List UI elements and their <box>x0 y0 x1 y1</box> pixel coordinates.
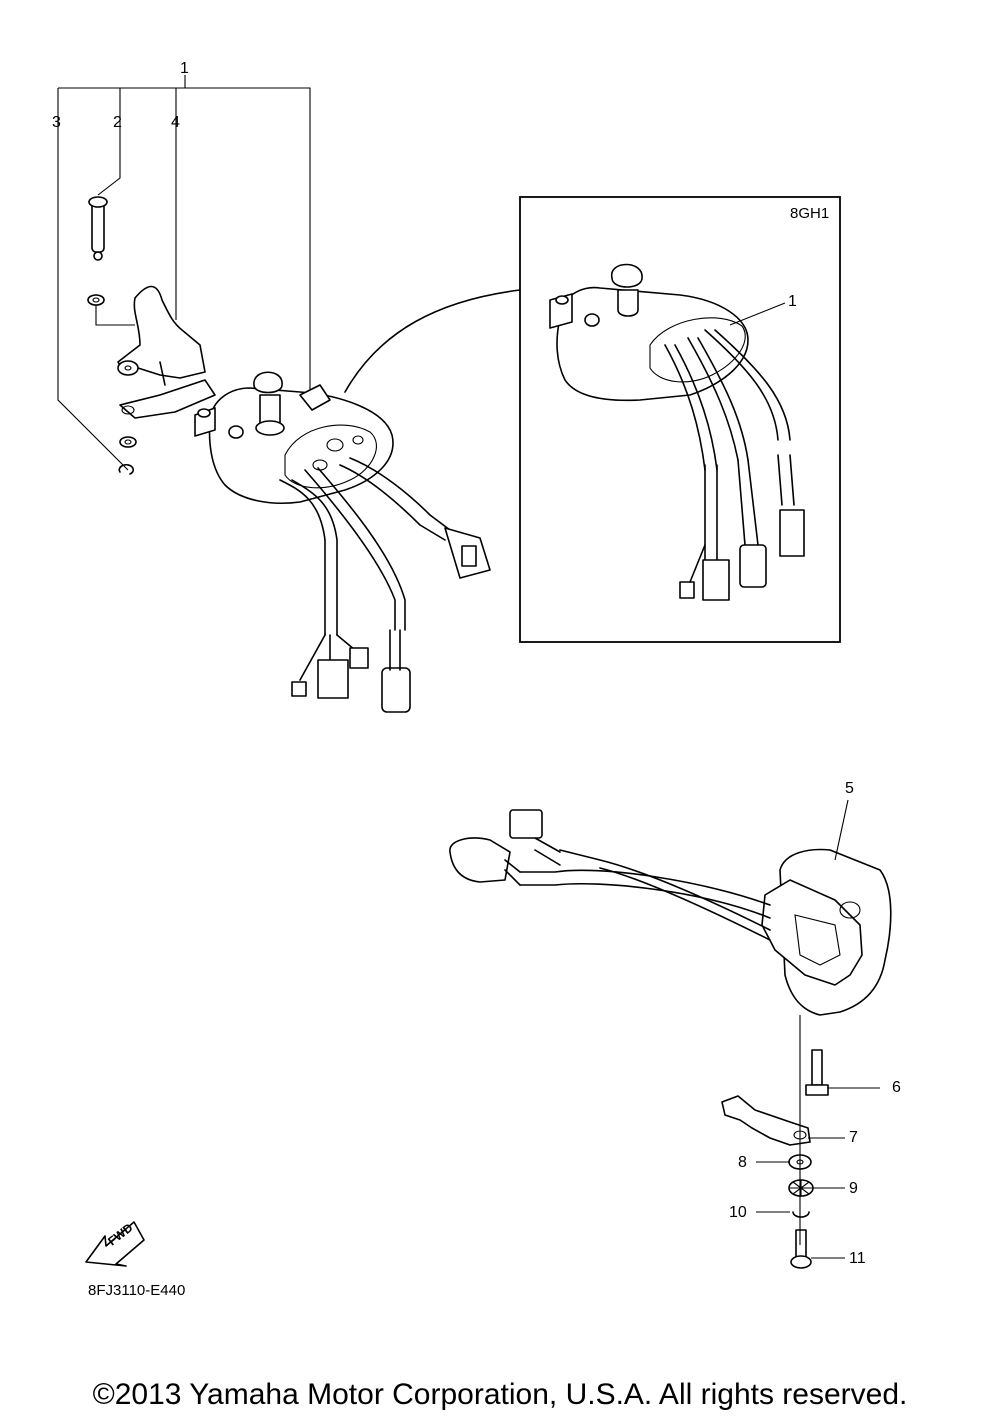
fwd-arrow-icon: FWD <box>85 1220 145 1267</box>
callout-9: 9 <box>849 1180 858 1197</box>
right-switch-assembly <box>449 799 892 1269</box>
callout-3: 3 <box>52 114 61 131</box>
callout-6: 6 <box>892 1079 901 1096</box>
inset-8gh1 <box>519 196 841 643</box>
callout-1-inset: 1 <box>788 293 797 310</box>
callout-1: 1 <box>180 60 189 77</box>
inset-leader-line <box>344 289 521 393</box>
callout-5: 5 <box>845 780 854 797</box>
inset-label: 8GH1 <box>790 205 829 222</box>
copyright-notice: ©2013 Yamaha Motor Corporation, U.S.A. A… <box>92 1378 908 1411</box>
callout-11: 11 <box>849 1250 866 1267</box>
callout-8: 8 <box>738 1154 747 1171</box>
left-switch-assembly <box>87 196 491 713</box>
callout-4: 4 <box>171 114 180 131</box>
callout-2: 2 <box>113 114 122 131</box>
callout-10: 10 <box>729 1204 747 1221</box>
reference-code: 8FJ3110-E440 <box>88 1282 185 1299</box>
callout-bracket-1 <box>57 75 311 471</box>
callout-7: 7 <box>849 1129 858 1146</box>
